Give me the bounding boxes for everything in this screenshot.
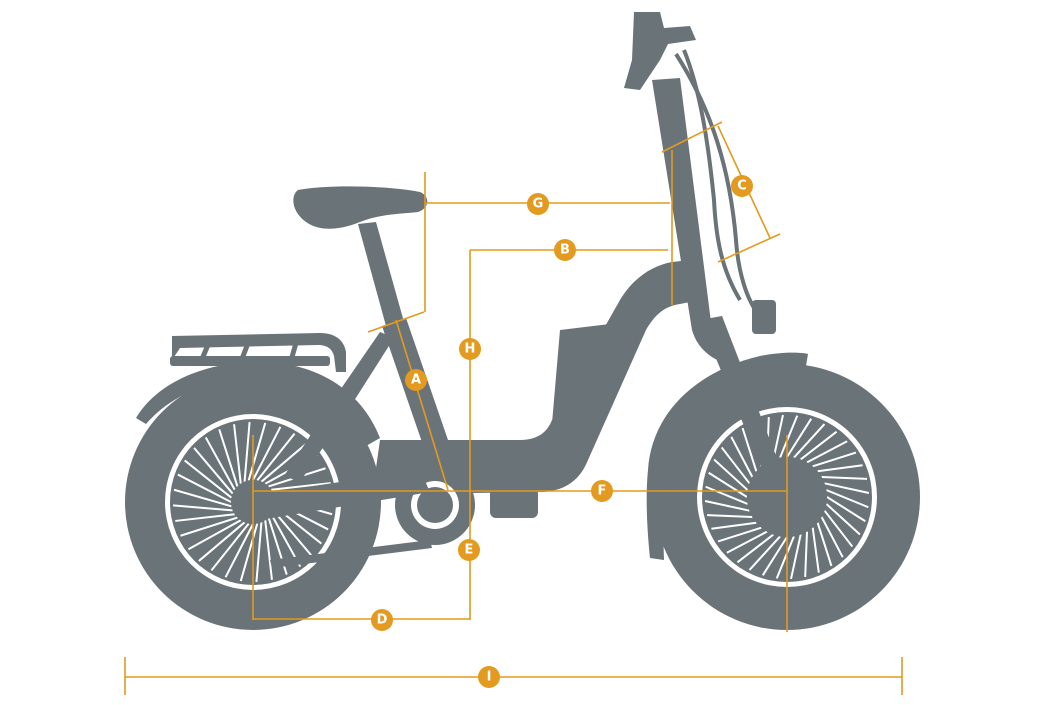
headlight bbox=[752, 300, 776, 334]
wheel-spoke bbox=[218, 429, 239, 487]
wheel-spoke bbox=[198, 521, 246, 562]
badge-a: A bbox=[405, 369, 427, 391]
wheel-spoke bbox=[726, 530, 768, 554]
badge-h: H bbox=[459, 338, 481, 360]
wheel-spoke bbox=[821, 476, 867, 480]
dimension-line-a bbox=[395, 319, 449, 491]
wheel-spoke bbox=[811, 527, 820, 573]
wheel-spoke bbox=[800, 430, 838, 461]
wheel-spoke bbox=[806, 440, 848, 464]
front-fender bbox=[646, 352, 808, 560]
wheel-spoke bbox=[736, 533, 774, 564]
wheel-spoke bbox=[707, 514, 753, 518]
wheel-spoke bbox=[184, 459, 233, 499]
wheel-spoke bbox=[260, 442, 308, 483]
wheel-spoke bbox=[193, 447, 234, 495]
wheel-spoke bbox=[271, 482, 331, 491]
rear-fender bbox=[136, 361, 380, 446]
wheel-spoke bbox=[705, 485, 748, 505]
wheel-spoke bbox=[233, 424, 242, 484]
wheel-spoke bbox=[741, 427, 758, 472]
rear-rack bbox=[170, 333, 346, 372]
wheel-spoke bbox=[820, 516, 844, 558]
wheel-spoke bbox=[175, 513, 235, 522]
handlebar bbox=[624, 12, 762, 318]
wheel-spoke bbox=[730, 436, 754, 478]
wheel-spoke bbox=[826, 496, 866, 523]
wheel-spoke bbox=[264, 520, 273, 580]
badge-g: G bbox=[527, 193, 549, 215]
badge-g-label: G bbox=[533, 197, 544, 212]
wheel-spoke bbox=[717, 526, 762, 543]
wheel-spoke bbox=[255, 522, 263, 583]
wheel-spoke bbox=[704, 500, 750, 512]
badge-d-label: D bbox=[377, 613, 388, 628]
a-top-tick bbox=[367, 311, 425, 333]
wheel-spoke bbox=[804, 531, 808, 577]
dimension-lines bbox=[124, 121, 903, 695]
wheel-spoke bbox=[204, 436, 236, 491]
wheel-spoke bbox=[708, 471, 748, 498]
wheel-spoke bbox=[243, 421, 251, 482]
seat-stay bbox=[284, 332, 394, 482]
wheel-spoke bbox=[272, 509, 313, 557]
badge-b: B bbox=[554, 239, 576, 261]
badge-c-label: C bbox=[737, 179, 747, 194]
wheel-spoke bbox=[761, 536, 788, 576]
bike-silhouette bbox=[125, 12, 920, 630]
wheel-spoke bbox=[256, 433, 296, 482]
badge-c: C bbox=[731, 175, 753, 197]
wheel-spoke bbox=[775, 536, 795, 579]
stem bbox=[652, 78, 730, 362]
wheel-spoke bbox=[816, 522, 833, 567]
wheel-spoke bbox=[711, 521, 757, 530]
badge-e: E bbox=[458, 539, 480, 561]
badge-h-label: H bbox=[465, 342, 476, 357]
front-fork bbox=[700, 316, 790, 498]
wheel-spoke bbox=[252, 426, 282, 481]
badge-i-label: I bbox=[487, 670, 492, 685]
chain bbox=[270, 540, 432, 568]
dimension-badges: A B C D E F G H bbox=[371, 175, 753, 688]
wheel-spoke bbox=[180, 516, 238, 537]
chain-stay bbox=[253, 470, 430, 520]
wheel-spoke bbox=[748, 535, 781, 571]
wheel-spoke bbox=[823, 510, 854, 548]
wheel-spoke bbox=[224, 523, 254, 578]
wheel-spoke bbox=[786, 418, 813, 458]
badge-i: I bbox=[478, 666, 500, 688]
main-frame bbox=[376, 260, 700, 494]
wheel-spoke bbox=[239, 523, 259, 582]
badge-e-label: E bbox=[465, 543, 474, 558]
wheel-spoke bbox=[812, 451, 857, 468]
wheel-spoke bbox=[779, 415, 799, 458]
wheel-spoke bbox=[187, 519, 242, 551]
badge-b-label: B bbox=[560, 243, 570, 258]
wheel-spoke bbox=[172, 504, 233, 512]
wheel-spoke bbox=[826, 489, 869, 509]
wheel-spoke bbox=[210, 522, 250, 571]
wheel-spoke bbox=[793, 423, 826, 459]
wheel-spoke bbox=[713, 458, 749, 491]
wheel-spoke bbox=[173, 488, 232, 508]
wheel-spoke bbox=[824, 482, 870, 494]
battery bbox=[548, 324, 640, 470]
wheel-spoke bbox=[817, 464, 863, 473]
badge-f: F bbox=[591, 480, 613, 502]
wheel-spoke bbox=[772, 414, 784, 460]
wheel-spoke bbox=[247, 422, 267, 481]
c-top-tick bbox=[661, 121, 723, 153]
seatpost bbox=[358, 222, 404, 326]
wheel-spoke bbox=[825, 503, 861, 536]
c-bottom-tick bbox=[717, 233, 781, 263]
wheel-spoke bbox=[177, 473, 232, 503]
badge-d: D bbox=[371, 609, 393, 631]
wheel-spoke bbox=[720, 446, 751, 484]
badge-f-label: F bbox=[598, 484, 607, 499]
saddle bbox=[293, 186, 428, 229]
badge-a-label: A bbox=[411, 373, 421, 388]
wheel-spoke bbox=[790, 534, 802, 580]
